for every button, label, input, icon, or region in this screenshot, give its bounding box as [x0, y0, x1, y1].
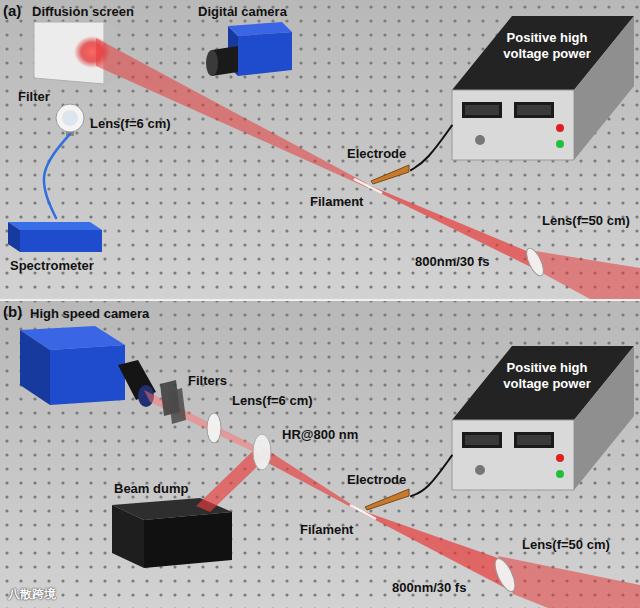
- meter: [462, 432, 502, 448]
- meter-display: [465, 435, 499, 445]
- filament-label: Filament: [300, 522, 353, 538]
- meter-display: [465, 105, 499, 115]
- collection-lens: Lens(f=6 cm): [56, 104, 178, 134]
- electrode-needle: [365, 489, 409, 510]
- power-supply-drawing: [452, 16, 634, 160]
- camera-front: [238, 32, 292, 76]
- component-label: Digital camera: [198, 4, 287, 20]
- diffusion-screen: Diffusion screen: [30, 3, 136, 21]
- optical-fiber: [44, 134, 70, 218]
- led-red: [556, 454, 564, 462]
- optical-table: [0, 0, 640, 299]
- collection-lens: [207, 413, 221, 443]
- component-label: Diffusion screen: [32, 4, 134, 20]
- component-label: Electrode: [347, 146, 406, 162]
- plasma-filament: [350, 505, 376, 519]
- plasma-filament: [354, 179, 382, 193]
- component-label: (a): [3, 2, 21, 20]
- fluorescence-beam: [96, 38, 368, 188]
- knob: [475, 465, 485, 475]
- component-label: Lens(f=50 cm): [522, 537, 610, 553]
- component-label: Beam dump: [114, 481, 188, 497]
- meter-display: [517, 105, 551, 115]
- component-label: Electrode: [347, 472, 406, 488]
- filter-glass: [62, 110, 78, 126]
- hr-mirror: [253, 434, 271, 470]
- filament-label: Filament: [310, 194, 363, 210]
- panel: (b) High speed cameraFiltersLens(f=6 cm) H…: [0, 301, 640, 608]
- laser-beam: [498, 556, 640, 608]
- power-front: [452, 420, 574, 490]
- spectrometer-top: [8, 222, 102, 230]
- component-label: Lens(f=50 cm): [542, 213, 630, 229]
- filters: Filters: [186, 372, 229, 390]
- power-supply: Positive high voltage power: [452, 16, 634, 160]
- beam-label: 800nm/30 fs: [392, 580, 466, 596]
- panel: (a) Diffusion screen Digital cameraPositiv…: [0, 0, 640, 299]
- spectrometer: Spectrometer: [6, 218, 106, 276]
- optical-table: [0, 301, 640, 608]
- watermark: 八散跨境: [8, 586, 56, 602]
- component-label: (b): [3, 303, 22, 321]
- power-supply: Positive high voltage power: [452, 346, 634, 490]
- component-label: Positive high voltage power: [492, 30, 602, 62]
- panel-divider: [0, 299, 640, 301]
- hv-cable: [411, 125, 452, 170]
- focusing-lens: [491, 556, 519, 595]
- camera-side: [20, 330, 50, 405]
- spectrometer-side: [8, 222, 20, 252]
- component-label: Positive high voltage power: [492, 360, 602, 392]
- focusing-lens: [523, 246, 547, 278]
- power-supply-drawing: [452, 346, 634, 490]
- component-label: Filters: [188, 373, 227, 389]
- knob: [475, 135, 485, 145]
- meter: [514, 432, 554, 448]
- collection-lens: Lens(f=6 cm): [230, 392, 315, 410]
- laser-beam: [360, 510, 513, 592]
- hr-mirror: HR@800 nm: [280, 426, 360, 444]
- laser-beam: [529, 250, 640, 299]
- meter: [514, 102, 554, 118]
- collection-lens: [56, 104, 84, 132]
- filter-plate: [168, 388, 186, 424]
- beam-dump-side: [112, 505, 144, 568]
- hv-cable: [411, 455, 452, 496]
- focusing-lens: Lens(f=50 cm): [540, 212, 632, 230]
- component-label: HR@800 nm: [282, 427, 358, 443]
- focusing-lens: Lens(f=50 cm): [520, 536, 612, 554]
- component-label: High speed camera: [30, 306, 149, 322]
- meter-display: [517, 435, 551, 445]
- component-label: Spectrometer: [10, 258, 94, 274]
- led-green: [556, 140, 564, 148]
- table-holes: [0, 301, 640, 608]
- electrode: Electrode: [345, 146, 411, 182]
- high-speed-camera: High speed camera: [28, 305, 151, 323]
- beam-label: 800nm/30 fs: [415, 254, 489, 270]
- spectrometer-front: [20, 230, 102, 252]
- power-front: [452, 90, 574, 160]
- table-holes: [0, 0, 640, 299]
- laser-beam: [366, 184, 541, 272]
- beam-dump-front: [144, 512, 232, 568]
- meter: [462, 102, 502, 118]
- part-label: Filter: [18, 89, 50, 105]
- electrode-needle: [371, 165, 409, 184]
- beam-dump: Beam dump: [112, 480, 190, 498]
- led-green: [556, 470, 564, 478]
- camera-lens-front: [206, 50, 218, 76]
- component-label: Lens(f=6 cm): [90, 116, 171, 132]
- component-label: Lens(f=6 cm): [232, 393, 313, 409]
- led-red: [556, 124, 564, 132]
- digital-camera: Digital camera: [196, 3, 289, 21]
- camera-front: [50, 345, 125, 405]
- electrode: Electrode: [345, 472, 411, 508]
